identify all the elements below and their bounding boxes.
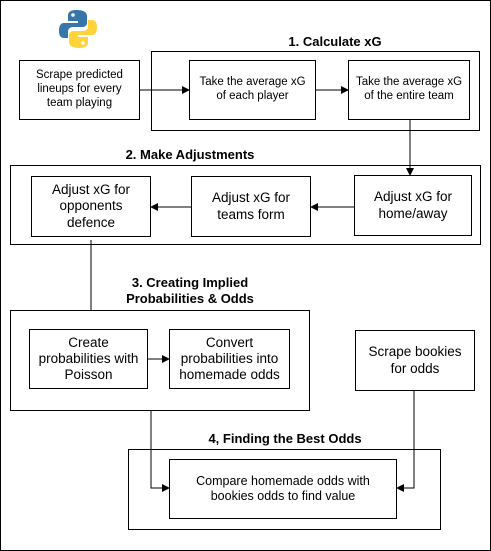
node-adjust-teams-form: Adjust xG for teams form (191, 176, 311, 237)
node-adjust-home-away: Adjust xG for home/away (354, 175, 472, 236)
stage-2-group (10, 165, 481, 245)
node-compare-odds: Compare homemade odds with bookies odds … (169, 459, 397, 519)
node-convert-to-odds: Convert probabilities into homemade odds (169, 329, 290, 389)
node-scrape-lineups: Scrape predicted lineups for every team … (19, 60, 140, 120)
node-adjust-opponents-defence: Adjust xG for opponents defence (31, 176, 151, 237)
stage-4-group (128, 449, 441, 530)
python-logo-icon (59, 10, 97, 48)
arrow-bookies-to-compare (396, 391, 415, 492)
node-create-probabilities: Create probabilities with Poisson (29, 329, 148, 389)
stage-3-title: 3. Creating Implied Probabilities & Odds (100, 275, 280, 306)
node-scrape-bookies: Scrape bookies for odds (355, 330, 475, 391)
node-avg-xg-player: Take the average xG of each player (189, 60, 316, 120)
stage-3-title-line-1: 3. Creating Implied (131, 275, 249, 290)
stage-3-title-line-2: Probabilities & Odds (126, 290, 254, 306)
node-compare-odds-label: Compare homemade odds with bookies odds … (196, 474, 370, 503)
stage-4-title: 4, Finding the Best Odds (208, 431, 362, 446)
stage-1-title: 1. Calculate xG (288, 34, 382, 49)
stage-3-group (10, 310, 310, 411)
stage-2-title: 2. Make Adjustments (125, 147, 255, 162)
arrow-stage-3-to-compare (150, 411, 170, 492)
stage-1-group (151, 51, 480, 131)
node-avg-xg-team: Take the average xG of the entire team (348, 60, 470, 120)
